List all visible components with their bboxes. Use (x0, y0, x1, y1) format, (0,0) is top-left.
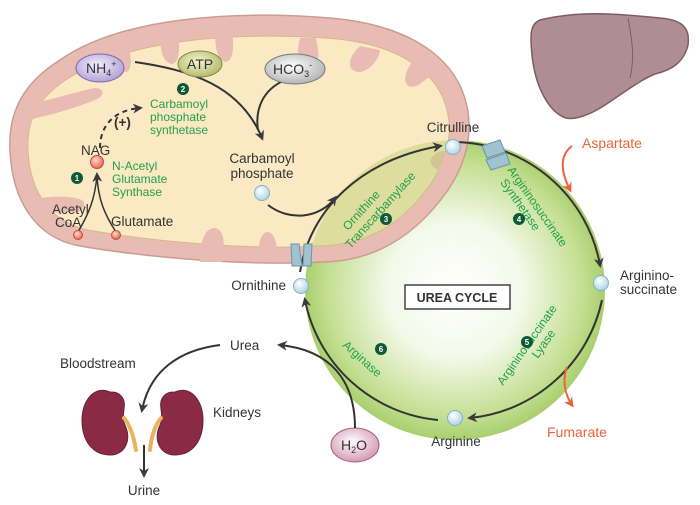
arrow-carbamoyl-to-cycle (267, 195, 337, 217)
ornithine-label: Ornithine (231, 278, 286, 293)
svg-text:Carbamoyl: Carbamoyl (150, 97, 208, 111)
cycle-overlap-region (305, 140, 450, 248)
carbamoyl-phosphate-label-1: Carbamoyl (229, 151, 294, 166)
atp-molecule: ATP (177, 50, 223, 78)
citrulline-transporter-icon (481, 139, 511, 171)
arrow-urea-to-kidneys (138, 344, 221, 413)
svg-text:synthetase: synthetase (150, 123, 208, 137)
aspartate-label: Aspartate (582, 135, 642, 151)
citrulline-node (445, 139, 461, 155)
liver-icon (530, 13, 690, 120)
enzyme-1: N-Acetyl Glutamate Synthase (112, 159, 168, 199)
ornithine-transporter-icon (290, 243, 313, 267)
arrow-aspartate-in (561, 145, 573, 193)
activation-label: (+) (114, 115, 131, 130)
svg-text:3: 3 (384, 215, 389, 224)
hco3-molecule: HCO3- (264, 53, 326, 85)
glutamate-label: Glutamate (111, 214, 173, 229)
ornithine-node (293, 278, 309, 294)
svg-text:6: 6 (379, 345, 384, 354)
urine-label: Urine (128, 483, 160, 498)
enzyme-2: Carbamoyl phosphate synthetase (150, 97, 208, 137)
svg-text:ATP: ATP (187, 56, 213, 72)
arginine-node (447, 410, 463, 426)
svg-text:1: 1 (75, 174, 80, 183)
arrow-glutamate-to-nag (92, 172, 117, 233)
arginine-label: Arginine (431, 434, 481, 449)
svg-text:4: 4 (517, 215, 522, 224)
nh4-molecule: NH4+ (75, 53, 125, 83)
glutamate-node (111, 230, 121, 240)
svg-text:NH4+: NH4+ (86, 59, 117, 78)
step-badge-5: 5 (521, 336, 533, 348)
step-badge-6: 6 (375, 343, 387, 355)
step-badge-2: 2 (177, 83, 189, 95)
carbamoyl-phosphate-node (254, 185, 270, 201)
nag-label: NAG (81, 143, 110, 158)
argininosuccinate-label-2: succinate (620, 282, 677, 297)
arrow-argininosuccinate-to-arginine (467, 299, 603, 423)
step-badge-1: 1 (71, 172, 83, 184)
urea-cycle-title: UREA CYCLE (417, 291, 498, 305)
arrow-fumarate-out (563, 366, 574, 408)
arrow-arginase-to-urea (277, 340, 356, 429)
arrow-nag-activation (99, 103, 143, 149)
svg-text:Glutamate: Glutamate (112, 172, 168, 186)
svg-text:H2O: H2O (341, 437, 367, 455)
bloodstream-label: Bloodstream (60, 356, 136, 371)
svg-text:N-Acetyl: N-Acetyl (112, 159, 157, 173)
acetyl-coa-label-2: CoA (55, 215, 81, 230)
svg-text:Synthase: Synthase (112, 185, 162, 199)
citrulline-label: Citrulline (427, 120, 480, 135)
kidneys-icon (81, 389, 204, 456)
kidneys-label: Kidneys (213, 405, 261, 420)
carbamoyl-phosphate-label-2: phosphate (230, 166, 293, 181)
svg-text:HCO3-: HCO3- (273, 60, 312, 79)
arrow-citrulline-to-argininosuccinate (454, 141, 604, 268)
argininosuccinate-label-1: Arginino- (620, 268, 674, 283)
arrow-arginine-to-ornithine (301, 297, 439, 421)
urea-label: Urea (230, 338, 260, 353)
urea-cycle-title-box: UREA CYCLE (404, 284, 511, 310)
svg-text:2: 2 (181, 85, 186, 94)
acetyl-coa-label-1: Acetyl (52, 202, 89, 217)
arrow-hco3-join (256, 79, 286, 131)
argininosuccinate-node (593, 275, 609, 291)
acetyl-coa-node (73, 230, 83, 240)
arrow-nh4-to-carbamoyl (134, 61, 264, 141)
step-badge-3: 3 (380, 213, 392, 225)
svg-text:5: 5 (525, 338, 530, 347)
step-badge-4: 4 (513, 213, 525, 225)
h2o-molecule: H2O (330, 427, 380, 463)
mitochondrion (9, 14, 470, 264)
svg-text:phosphate: phosphate (150, 110, 206, 124)
nag-node (90, 155, 104, 169)
fumarate-label: Fumarate (547, 424, 607, 440)
